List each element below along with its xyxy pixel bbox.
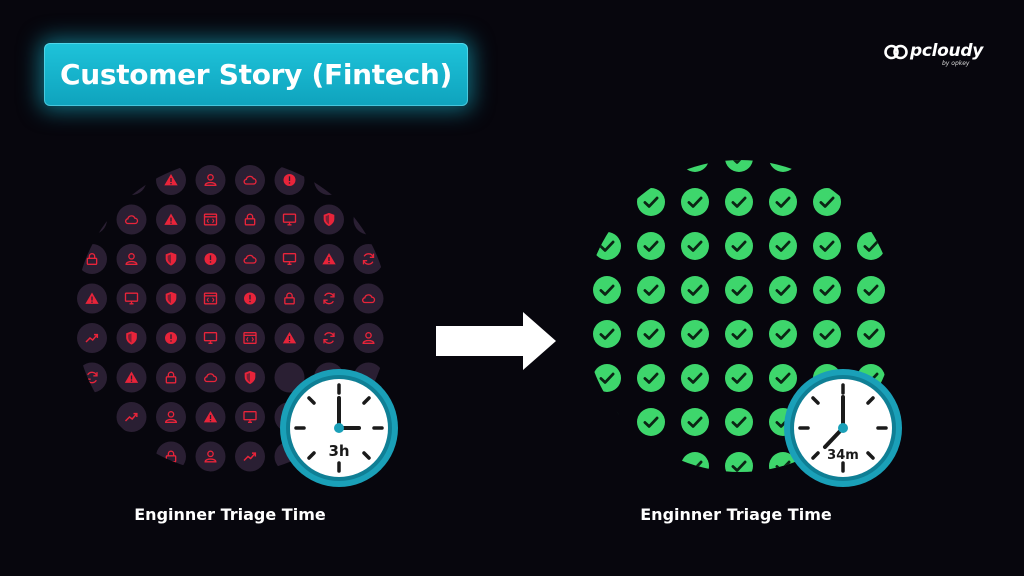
check-icon [681,188,709,216]
check-icon [637,232,665,260]
icon-tile [77,165,107,195]
check-icon [769,320,797,348]
check-icon [593,408,621,436]
icon-tile [195,204,226,235]
logo-sub: by opkey [942,60,970,67]
icon-tile [235,441,265,472]
check-icon [813,232,841,260]
check-icon [725,188,753,216]
check-icon [857,232,885,260]
icon-tile [235,244,265,274]
title-banner: Customer Story (Fintech) [44,43,468,106]
icon-tile [116,441,147,472]
check-icon [725,408,753,436]
check-icon [637,160,665,172]
check-icon [681,364,709,392]
check-icon [637,320,665,348]
icon-tile [314,283,344,314]
alert-icon [204,253,217,265]
before-clock-icon [280,369,398,487]
check-icon [637,276,665,304]
icon-tile [235,323,265,353]
check-icon [725,232,753,260]
check-icon [857,320,885,348]
check-icon [593,188,621,216]
check-icon [593,364,621,392]
icon-tile [353,283,384,314]
check-icon [593,320,621,348]
icon-tile [195,283,226,314]
check-icon [593,232,621,260]
right-arrow-icon [436,312,556,370]
check-icon [769,364,797,392]
after-clock-icon [784,369,902,487]
icon-tile [116,283,147,314]
icon-tile [77,362,107,393]
icon-tile [274,204,305,235]
check-icon [725,160,753,172]
logo-brand: pcloudy [910,41,984,61]
alert-icon [244,292,256,305]
icon-tile [314,165,344,195]
check-icon [725,452,753,472]
alert-icon [165,332,177,344]
page-title: Customer Story (Fintech) [59,58,453,91]
icon-tile [353,165,384,195]
check-icon [637,364,665,392]
icon-tile [235,402,265,432]
check-icon [857,188,885,216]
check-icon [681,320,709,348]
check-icon [593,452,621,472]
check-icon [769,188,797,216]
icon-tile [235,165,265,195]
check-icon [637,188,665,216]
check-icon [769,160,797,172]
before-clock-label: 3h [328,442,349,460]
icon-tile [195,362,226,393]
icon-tile [116,402,147,432]
check-icon [681,452,709,472]
check-icon [857,160,885,172]
icon-tile [353,244,384,274]
check-icon [681,408,709,436]
check-icon [593,160,621,172]
check-icon [857,276,885,304]
icon-tile [116,165,147,195]
check-icon [681,276,709,304]
check-icon [681,232,709,260]
check-icon [725,276,753,304]
icon-tile [77,402,107,432]
check-icon [769,276,797,304]
pcloudy-logo: pcloudy by opkey [884,41,994,68]
check-icon [813,276,841,304]
alert-icon [283,174,296,186]
check-icon [681,160,709,172]
icon-tile [314,323,344,353]
check-icon [637,452,665,472]
icon-tile [274,244,305,274]
icon-tile [77,323,107,353]
check-icon [813,320,841,348]
icon-tile [274,362,305,393]
check-icon [725,364,753,392]
check-icon [725,320,753,348]
check-icon [813,188,841,216]
icon-tile [77,441,107,472]
after-clock-label: 34m [827,448,859,463]
check-icon [769,232,797,260]
icon-tile [77,204,107,235]
icon-tile [353,204,384,235]
check-icon [637,408,665,436]
check-icon [593,276,621,304]
logo-icon [884,44,908,60]
icon-tile [195,323,226,353]
before-caption: Enginner Triage Time [134,505,326,524]
after-caption: Enginner Triage Time [640,505,832,524]
icon-tile [116,204,147,235]
check-icon [813,160,841,172]
